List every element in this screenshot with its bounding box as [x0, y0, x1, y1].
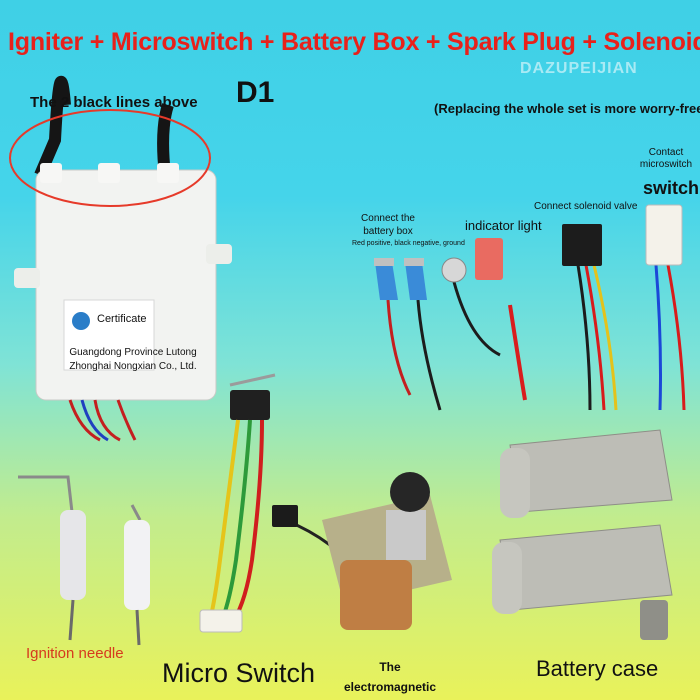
company-label: Guangdong Province Lutong Zhonghai Nongx… — [69, 347, 197, 372]
wire-harness — [386, 264, 686, 411]
highlight-ellipse — [9, 109, 211, 207]
polarity-note: Red positive, black negative, ground — [352, 240, 465, 247]
microswitch-connector — [645, 204, 683, 266]
micro-switch-part — [199, 373, 276, 633]
worry-free-note: (Replacing the whole set is more worry-f… — [434, 101, 700, 116]
black-lines-caption: The 2 black lines above — [30, 94, 198, 111]
switch-label: switch — [643, 178, 700, 198]
solenoid-connector — [562, 224, 602, 266]
electromagnetic-valve-label: The electromagnetic valve — [343, 660, 437, 694]
headline: Igniter + Microswitch + Battery Box + Sp… — [8, 28, 700, 56]
connect-battery-box-label: Connect the battery box — [361, 213, 415, 237]
indicator-light-label: indicator light — [465, 218, 542, 233]
battery-case-part — [492, 429, 673, 640]
micro-switch-label: Micro Switch — [162, 658, 316, 688]
electromagnetic-valve-part — [272, 472, 452, 630]
ignition-needle-part — [18, 475, 150, 646]
certificate-label: Certificate — [97, 313, 147, 325]
ignition-needle-label: Ignition needle — [26, 645, 124, 662]
model-label: D1 — [236, 76, 275, 109]
indicator-light-part — [441, 238, 503, 283]
igniter-box — [14, 75, 232, 442]
contact-microswitch-label: Contact microswitch — [639, 147, 693, 170]
connect-solenoid-label: Connect solenoid valve — [534, 201, 638, 212]
watermark: DAZUPEIJIAN — [520, 60, 638, 77]
battery-terminals — [374, 258, 427, 300]
battery-case-label: Battery case — [536, 656, 659, 681]
